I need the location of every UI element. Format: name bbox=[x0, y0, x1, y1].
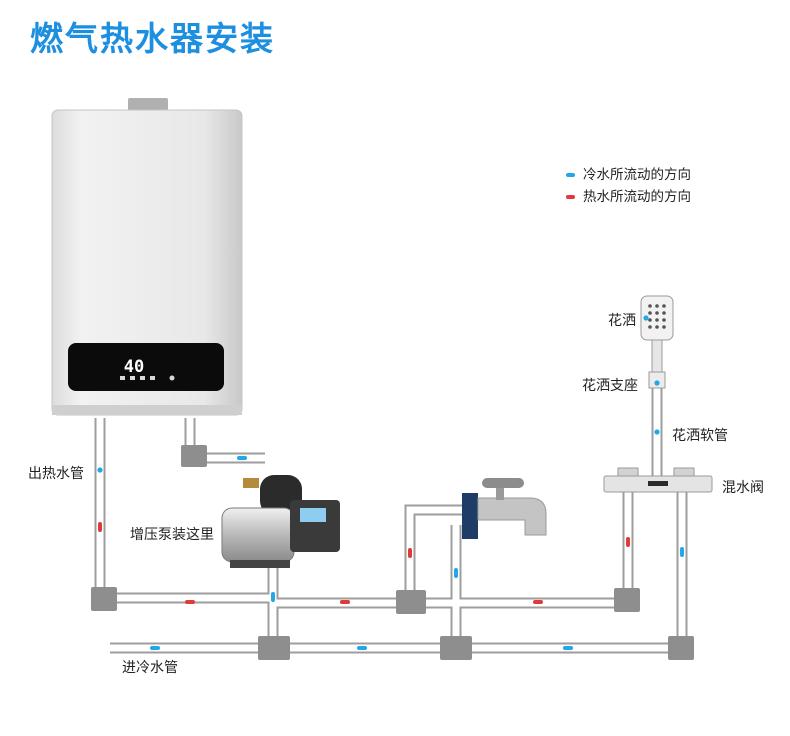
booster-pump bbox=[221, 475, 340, 568]
hot-flow-arrow bbox=[533, 600, 543, 604]
legend-item-hot: 热水所流动的方向 bbox=[566, 186, 691, 208]
cold-flow-arrow bbox=[150, 646, 160, 650]
elbow-fitting bbox=[91, 587, 117, 611]
faucet-body bbox=[477, 497, 547, 536]
cold-flow-arrow bbox=[563, 646, 573, 650]
cold-flow-dot bbox=[643, 315, 649, 321]
mixing-valve bbox=[603, 467, 713, 493]
pump-controller bbox=[290, 500, 340, 552]
cold-flow-dot bbox=[654, 380, 660, 386]
cold-flow-arrow bbox=[271, 592, 275, 602]
flow-legend: 冷水所流动的方向 热水所流动的方向 bbox=[566, 164, 691, 208]
label-hot-out-pipe: 出热水管 bbox=[28, 466, 84, 482]
flue-collar bbox=[128, 98, 168, 112]
shower-handle bbox=[651, 339, 663, 373]
page-title: 燃气热水器安装 bbox=[30, 19, 275, 58]
tee-fitting bbox=[440, 636, 472, 660]
faucet bbox=[462, 478, 547, 539]
gas-water-heater: 40 bbox=[51, 98, 243, 416]
hot-flow-arrow bbox=[98, 522, 102, 532]
tee-fitting bbox=[258, 636, 290, 660]
cold-flow-arrow bbox=[357, 646, 367, 650]
label-shower-head: 花洒 bbox=[608, 313, 636, 329]
legend-label-hot: 热水所流动的方向 bbox=[583, 189, 691, 205]
cold-flow-dot bbox=[654, 429, 660, 435]
label-mixing-valve: 混水阀 bbox=[722, 480, 764, 496]
elbow-fitting bbox=[668, 636, 694, 660]
elbow-fitting bbox=[614, 588, 640, 612]
hot-flow-arrow bbox=[185, 600, 195, 604]
cold-flow-arrow bbox=[237, 456, 247, 460]
heater-display-value: 40 bbox=[124, 357, 144, 377]
label-shower-mount: 花洒支座 bbox=[582, 378, 638, 394]
label-cold-in-pipe: 进冷水管 bbox=[122, 660, 178, 676]
cold-flow-arrows bbox=[97, 315, 684, 650]
tee-fitting bbox=[396, 590, 426, 614]
elbow-fitting bbox=[181, 445, 207, 467]
label-booster-pump: 增压泵装这里 bbox=[130, 527, 214, 543]
legend-item-cold: 冷水所流动的方向 bbox=[566, 164, 691, 186]
label-shower-hose: 花洒软管 bbox=[672, 428, 728, 444]
hot-flow-arrow bbox=[408, 548, 412, 558]
legend-label-cold: 冷水所流动的方向 bbox=[583, 167, 691, 183]
hot-flow-arrow bbox=[626, 537, 630, 547]
pump-motor bbox=[221, 507, 295, 563]
hot-flow-arrows bbox=[98, 522, 630, 604]
shower-mount bbox=[648, 371, 666, 389]
hot-arrow-icon bbox=[566, 195, 575, 199]
hot-flow-arrow bbox=[340, 600, 350, 604]
cold-flow-arrow bbox=[680, 547, 684, 557]
cold-arrow-icon bbox=[566, 173, 575, 177]
heater-display-panel bbox=[68, 343, 224, 391]
heater-bottom-edge bbox=[52, 405, 242, 415]
faucet-handle bbox=[482, 478, 524, 488]
shower-assembly bbox=[640, 295, 674, 389]
cold-flow-arrow bbox=[454, 568, 458, 578]
pump-controller-screen bbox=[300, 508, 326, 522]
cold-flow-dot bbox=[97, 467, 103, 473]
